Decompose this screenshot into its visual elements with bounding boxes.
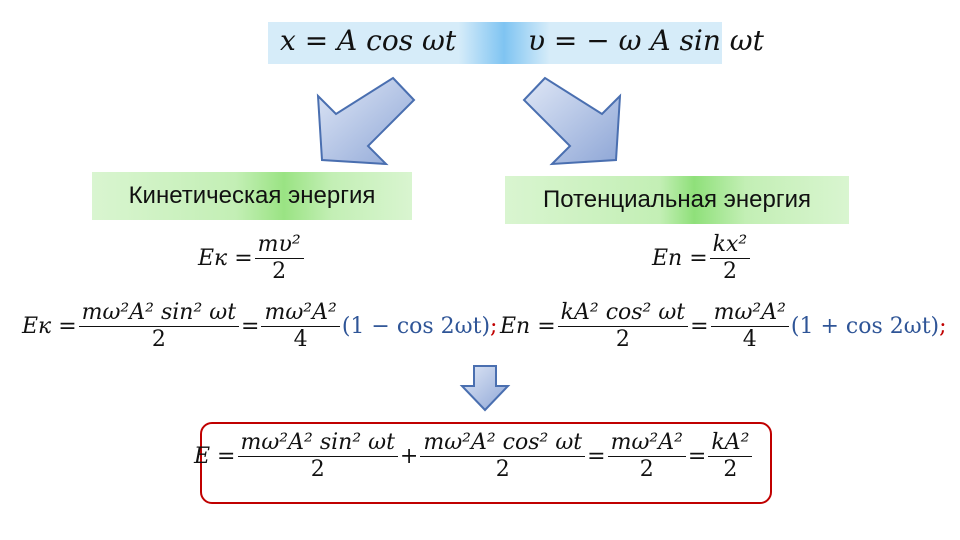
total-f1-numerator: mω²A² sin² ωt <box>240 430 395 455</box>
kinetic-def-denominator: 2 <box>254 258 304 284</box>
kinetic-def-lhs: Eк = <box>198 245 253 271</box>
kinetic-energy-text: Кинетическая энергия <box>128 182 376 209</box>
potential-energy-label: Потенциальная энергия <box>505 176 849 224</box>
total-equals-1: = <box>587 443 606 469</box>
potential-energy-text: Потенциальная энергия <box>542 186 812 213</box>
total-fraction-1: mω²A² sin² ωt 2 <box>237 430 398 482</box>
total-f2-denominator: 2 <box>420 456 586 482</box>
arrow-left-down-icon <box>316 76 416 166</box>
total-f4-numerator: kA² <box>711 430 750 455</box>
kinetic-energy-label: Кинетическая энергия <box>92 172 412 220</box>
potential-equals: = <box>690 313 709 339</box>
total-f3-denominator: 2 <box>607 456 686 482</box>
total-f4-denominator: 2 <box>708 456 753 482</box>
potential-def-fraction: kx² 2 <box>709 232 751 284</box>
kinetic-expanded-formula: Eк = mω²A² sin² ωt 2 = mω²A² 4 (1 − cos … <box>22 300 497 352</box>
total-fraction-3: mω²A² 2 <box>607 430 686 482</box>
arrow-down-icon <box>459 365 511 412</box>
potential-fraction-2: mω²A² 4 <box>710 300 789 352</box>
kinetic-lhs: Eк = <box>22 313 77 339</box>
potential-tail: (1 + cos 2ωt) <box>790 313 940 339</box>
potential-semicolon: ; <box>939 313 947 339</box>
kinetic-definition: Eк = mυ² 2 <box>198 232 306 284</box>
arrow-right-down-icon <box>522 76 622 166</box>
total-fraction-4: kA² 2 <box>708 430 753 482</box>
kinetic-tail: (1 − cos 2ωt) <box>341 313 491 339</box>
potential-definition: Eп = kx² 2 <box>652 232 752 284</box>
top-equations-bar <box>268 22 722 64</box>
kinetic-def-fraction: mυ² 2 <box>254 232 304 284</box>
kinetic-equals: = <box>241 313 260 339</box>
kinetic-f1-denominator: 2 <box>78 326 240 352</box>
kinetic-f2-denominator: 4 <box>261 326 340 352</box>
potential-def-numerator: kx² <box>712 232 748 257</box>
potential-f2-denominator: 4 <box>710 326 789 352</box>
displacement-equation: x = A cos ωt <box>280 24 457 57</box>
potential-lhs: Eп = <box>500 313 556 339</box>
kinetic-f2-numerator: mω²A² <box>264 300 337 325</box>
kinetic-fraction-2: mω²A² 4 <box>261 300 340 352</box>
total-f3-numerator: mω²A² <box>610 430 683 455</box>
kinetic-def-numerator: mυ² <box>257 232 301 257</box>
potential-f1-numerator: kA² cos² ωt <box>560 300 686 325</box>
potential-def-denominator: 2 <box>709 258 751 284</box>
kinetic-f1-numerator: mω²A² sin² ωt <box>81 300 237 325</box>
total-f2-numerator: mω²A² cos² ωt <box>423 430 583 455</box>
potential-f1-denominator: 2 <box>557 326 689 352</box>
total-energy-box <box>200 422 772 504</box>
potential-fraction-1: kA² cos² ωt 2 <box>557 300 689 352</box>
total-energy-formula: E = mω²A² sin² ωt 2 + mω²A² cos² ωt 2 = … <box>194 430 754 482</box>
velocity-equation: υ = − ω A sin ωt <box>528 24 764 57</box>
kinetic-fraction-1: mω²A² sin² ωt 2 <box>78 300 240 352</box>
potential-expanded-formula: Eп = kA² cos² ωt 2 = mω²A² 4 (1 + cos 2ω… <box>500 300 947 352</box>
potential-def-lhs: Eп = <box>652 245 708 271</box>
total-f1-denominator: 2 <box>237 456 398 482</box>
kinetic-semicolon: ; <box>490 313 498 339</box>
total-fraction-2: mω²A² cos² ωt 2 <box>420 430 586 482</box>
potential-f2-numerator: mω²A² <box>713 300 786 325</box>
total-equals-2: = <box>687 443 707 469</box>
total-plus: + <box>399 443 419 469</box>
total-lhs: E = <box>194 443 236 469</box>
